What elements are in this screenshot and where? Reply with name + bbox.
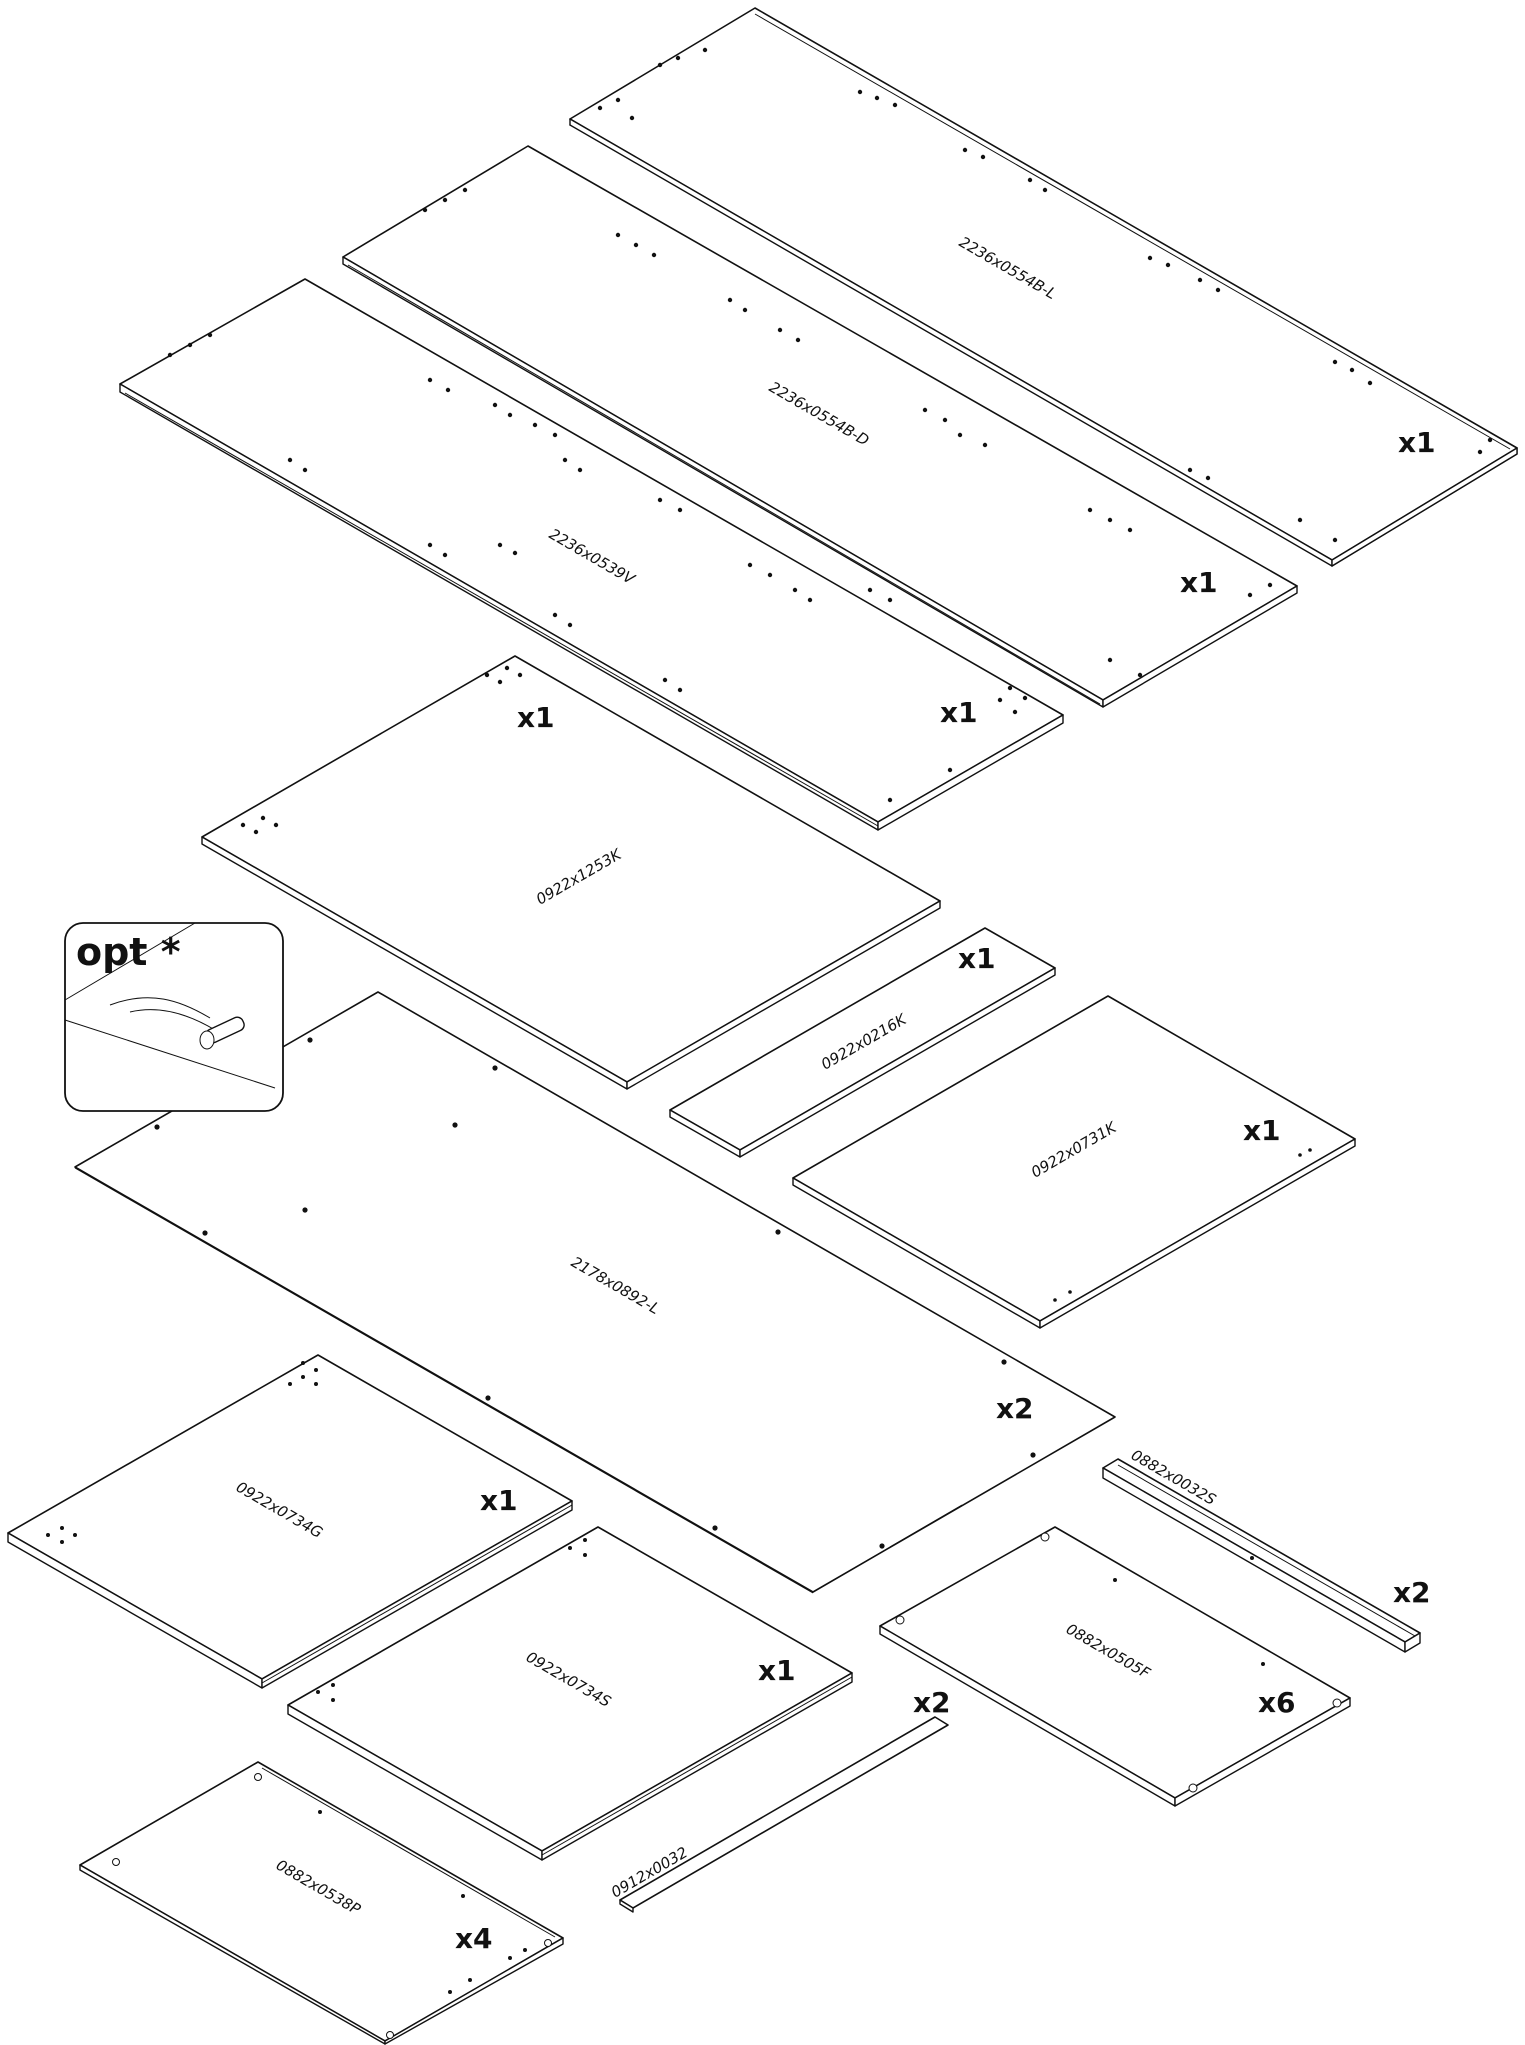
hole-pattern [422,187,1273,678]
panel-0922x1253K: 0922x1253K x1 [201,655,941,1090]
panel-0882x0538P: 0882x0538P x4 [79,1761,564,2045]
panel-0922x0734G: 0922x0734G x1 [7,1354,573,1689]
panel-quantity: x1 [1398,426,1436,459]
hole-pattern [240,665,523,835]
panel-quantity: x1 [1180,566,1218,599]
option-label: opt * [76,930,181,974]
panel-quantity: x1 [940,696,978,729]
hole-pattern [154,1037,1036,1549]
hole-pattern [895,1532,1342,1793]
hole-pattern [112,1773,552,2039]
hole-pattern [1053,1148,1312,1302]
panel-quantity: x1 [480,1484,518,1517]
panel-2236x0539V: 2236x0539V x1 [119,278,1064,831]
panel-0922x0216K: 0922x0216K x1 [669,927,1056,1158]
panel-quantity: x2 [913,1686,951,1719]
panel-quantity: x1 [958,942,996,975]
hole-pattern [597,47,1493,543]
panel-0882x0505F: 0882x0505F x6 [879,1526,1351,1807]
panel-2236x0554B-L: 2236x0554B-L x1 [569,7,1518,567]
panel-quantity: x1 [758,1654,796,1687]
panel-quantity: x6 [1258,1686,1296,1719]
panel-quantity: x1 [517,701,555,734]
panel-0922x0731K: 0922x0731K x1 [792,995,1356,1329]
hole-pattern [316,1538,587,1702]
panel-quantity: x4 [455,1922,493,1955]
panel-quantity: x2 [996,1392,1034,1425]
panel-2236x0554B-D: 2236x0554B-D x1 [342,145,1298,708]
hole-pattern [46,1361,318,1544]
panel-quantity: x1 [1243,1114,1281,1147]
hole-pattern [167,332,1028,803]
panel-quantity: x2 [1393,1576,1431,1609]
option-inset: opt * [64,922,284,1112]
panel-0922x0734S: 0922x0734S x1 [287,1526,853,1861]
